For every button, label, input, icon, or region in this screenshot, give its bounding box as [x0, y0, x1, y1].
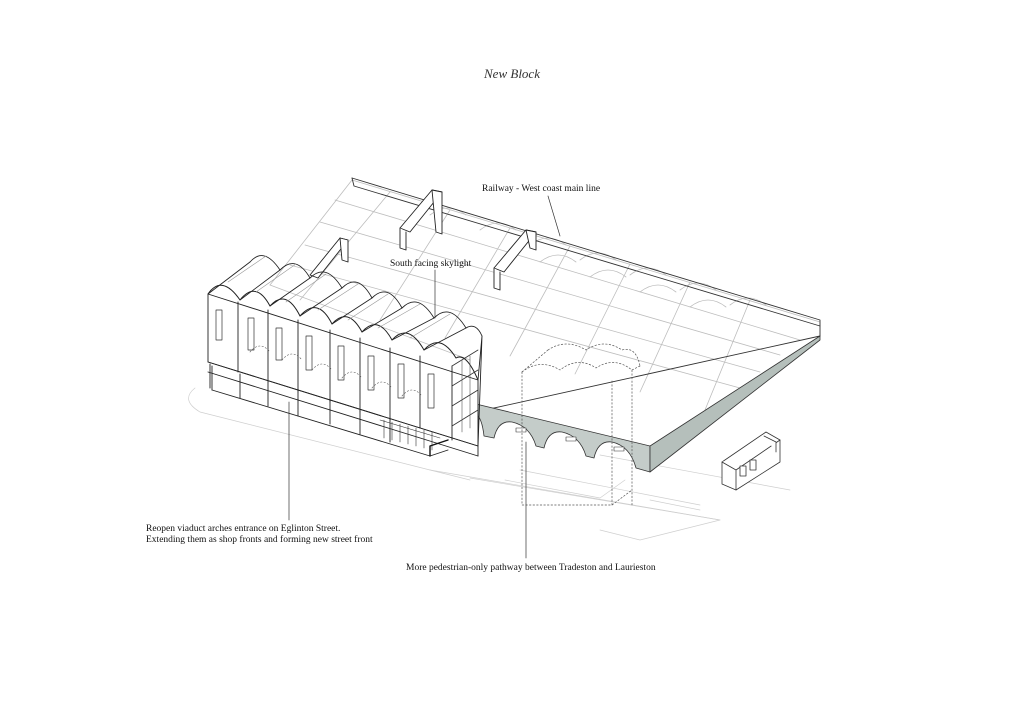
van [721, 431, 781, 491]
arches-annotation-line-1: Reopen viaduct arches entrance on Eglint… [146, 524, 341, 534]
ground-plan [188, 387, 791, 541]
arches-annotation: Reopen viaduct arches entrance on Eglint… [146, 524, 373, 546]
arches-annotation-line-2: Extending them as shop fronts and formin… [146, 535, 373, 545]
steel-frames [309, 189, 537, 291]
pathway-annotation: More pedestrian-only pathway between Tra… [406, 563, 656, 573]
leader-lines [288, 195, 561, 559]
skylight-annotation: South facing skylight [390, 259, 472, 269]
leader-railway [547, 195, 561, 237]
railway-deck [269, 179, 821, 457]
viaduct-face [475, 403, 651, 473]
new-block-building [207, 255, 483, 457]
railway-annotation: Railway - West coast main line [482, 184, 601, 194]
page-title: New Block [484, 66, 540, 81]
ghost-block [521, 343, 641, 506]
